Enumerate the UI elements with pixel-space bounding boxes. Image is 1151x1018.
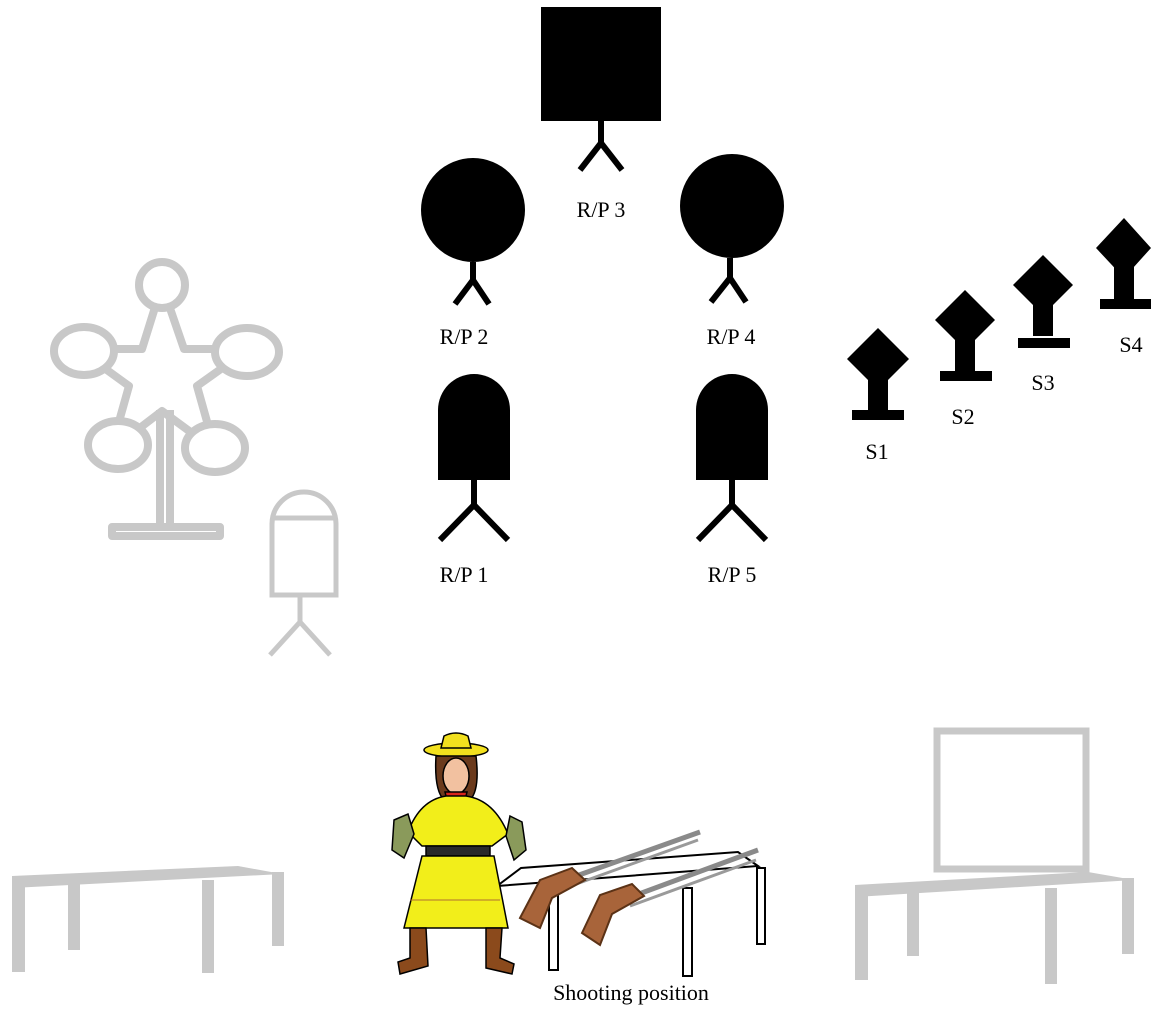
target-rp1: R/P 1 (437, 374, 511, 587)
target-rp5: R/P 5 (695, 374, 769, 587)
label-rp3: R/P 3 (577, 197, 626, 222)
target-s2: S2 (935, 290, 995, 429)
target-s3: S3 (1013, 255, 1073, 395)
label-s4: S4 (1119, 332, 1142, 357)
target-s1: S1 (847, 328, 909, 464)
target-s4: S4 (1096, 218, 1151, 357)
label-rp2: R/P 2 (440, 324, 489, 349)
target-rp2: R/P 2 (421, 158, 525, 349)
shooting-position-label: Shooting position (553, 980, 709, 1005)
rifle-icon (518, 829, 759, 947)
left-table-icon (12, 866, 284, 973)
label-s1: S1 (865, 439, 888, 464)
target-rp3: R/P 3 (541, 7, 661, 222)
star-tree-icon (50, 258, 283, 540)
label-rp1: R/P 1 (440, 562, 489, 587)
label-rp4: R/P 4 (707, 324, 756, 349)
label-s3: S3 (1031, 370, 1054, 395)
label-s2: S2 (951, 404, 974, 429)
target-rp4: R/P 4 (680, 154, 784, 349)
cowgirl-shooter-icon (391, 732, 527, 975)
arch-target-icon (268, 489, 339, 657)
label-rp5: R/P 5 (708, 562, 757, 587)
right-table-icon (855, 727, 1134, 984)
